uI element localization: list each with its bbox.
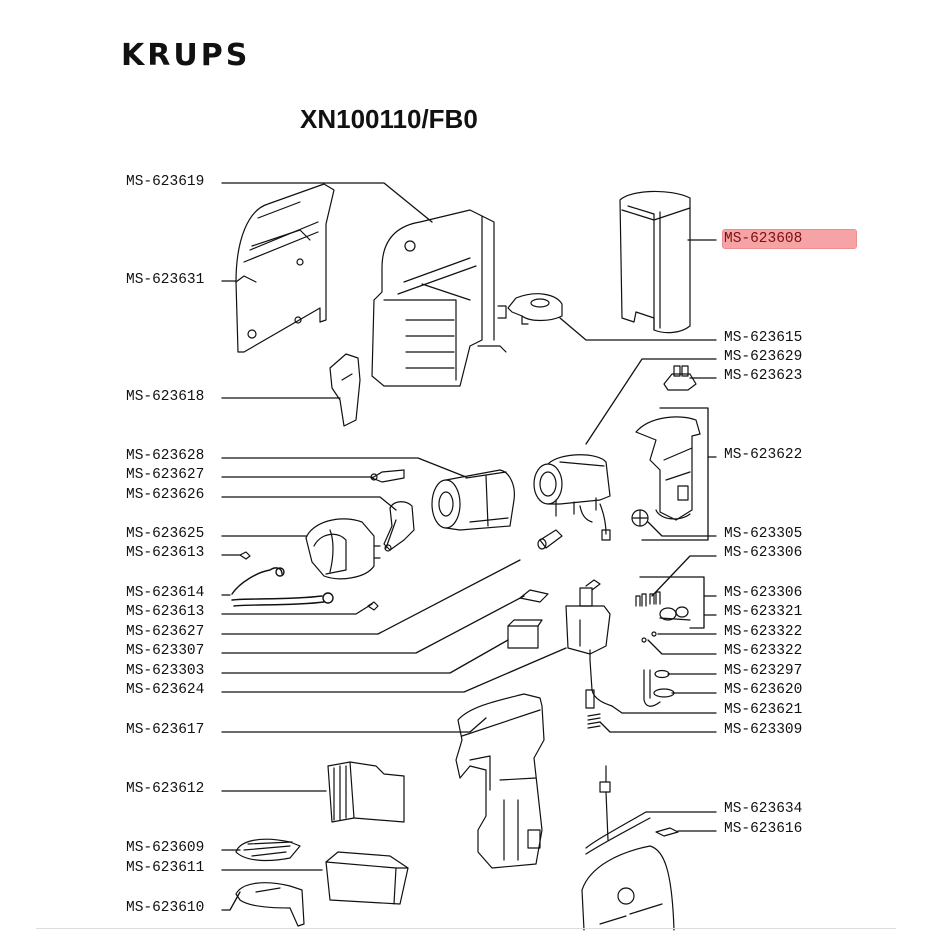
part-label-623616[interactable]: MS-623616 [724, 821, 803, 837]
part-seal [654, 669, 670, 679]
part-hose [231, 567, 334, 607]
part-label-623305[interactable]: MS-623305 [724, 526, 803, 542]
part-screw-b [367, 601, 379, 611]
part-control-board [631, 416, 701, 527]
part-label-623610[interactable]: MS-623610 [126, 900, 205, 916]
part-label-623627[interactable]: MS-623627 [126, 467, 205, 483]
part-label-623628[interactable]: MS-623628 [126, 448, 205, 464]
part-spring [587, 713, 601, 729]
part-label-623309[interactable]: MS-623309 [724, 722, 803, 738]
part-label-623620[interactable]: MS-623620 [724, 682, 803, 698]
part-label-623631[interactable]: MS-623631 [126, 272, 205, 288]
part-label-623303[interactable]: MS-623303 [126, 663, 205, 679]
part-label-623619[interactable]: MS-623619 [126, 174, 205, 190]
part-tray-base [235, 882, 305, 927]
leader-lines-left [221, 182, 567, 911]
part-label-623609[interactable]: MS-623609 [126, 840, 205, 856]
leader-lines-right [559, 239, 717, 832]
part-label-623613[interactable]: MS-623613 [126, 545, 205, 561]
part-label-623622[interactable]: MS-623622 [724, 447, 803, 463]
part-label-623618[interactable]: MS-623618 [126, 389, 205, 405]
part-small-clip [655, 827, 679, 837]
part-block [507, 619, 543, 649]
part-label-623621[interactable]: MS-623621 [724, 702, 803, 718]
part-screw [239, 551, 251, 560]
part-label-623608-selected[interactable]: MS-623608 [722, 229, 858, 249]
part-label-623625[interactable]: MS-623625 [126, 526, 205, 542]
part-nozzle [643, 669, 675, 707]
part-sensor [537, 529, 563, 550]
part-pump [565, 579, 611, 661]
part-heating-unit [533, 454, 611, 541]
part-balls [641, 631, 657, 643]
part-label-623629[interactable]: MS-623629 [724, 349, 803, 365]
part-tray-box [325, 851, 409, 905]
part-connector-block [663, 365, 697, 391]
part-label-623321[interactable]: MS-623321 [724, 604, 803, 620]
part-pin [370, 469, 405, 483]
part-label-623322-b[interactable]: MS-623322 [724, 643, 803, 659]
part-piston [383, 501, 415, 552]
model-number: XN100110/FB0 [300, 104, 478, 134]
bottom-divider [36, 928, 896, 929]
part-label-623626[interactable]: MS-623626 [126, 487, 205, 503]
part-brew-chamber [305, 518, 381, 580]
part-front-panel [581, 845, 675, 931]
part-side-panel [235, 183, 335, 353]
part-lever [329, 353, 361, 427]
part-water-tank [619, 190, 691, 334]
part-label-623297[interactable]: MS-623297 [724, 663, 803, 679]
part-label-623614[interactable]: MS-623614 [126, 585, 205, 601]
part-brew-housing [431, 469, 515, 531]
part-label-623623[interactable]: MS-623623 [724, 368, 803, 384]
part-clip [519, 589, 549, 603]
part-valve [659, 606, 691, 621]
part-tube [585, 659, 613, 709]
part-springs [635, 591, 661, 607]
part-lid [507, 293, 563, 325]
part-label-623306[interactable]: MS-623306 [724, 545, 803, 561]
part-label-623306-b[interactable]: MS-623306 [724, 585, 803, 601]
part-label-623627-b[interactable]: MS-623627 [126, 624, 205, 640]
part-drip-grid [327, 761, 405, 823]
part-label-623615[interactable]: MS-623615 [724, 330, 803, 346]
part-label-623634[interactable]: MS-623634 [724, 801, 803, 817]
part-label-623307[interactable]: MS-623307 [126, 643, 205, 659]
part-label-623613-b[interactable]: MS-623613 [126, 604, 205, 620]
part-label-623617[interactable]: MS-623617 [126, 722, 205, 738]
part-main-frame [371, 209, 507, 387]
part-chassis [455, 693, 545, 869]
part-label-623624[interactable]: MS-623624 [126, 682, 205, 698]
part-label-623611[interactable]: MS-623611 [126, 860, 205, 876]
brand-logo: KRUPS [121, 38, 251, 73]
part-wire-sensor [585, 765, 651, 855]
part-tray-grill [235, 838, 301, 862]
part-label-623612[interactable]: MS-623612 [126, 781, 205, 797]
part-label-623322[interactable]: MS-623322 [724, 624, 803, 640]
